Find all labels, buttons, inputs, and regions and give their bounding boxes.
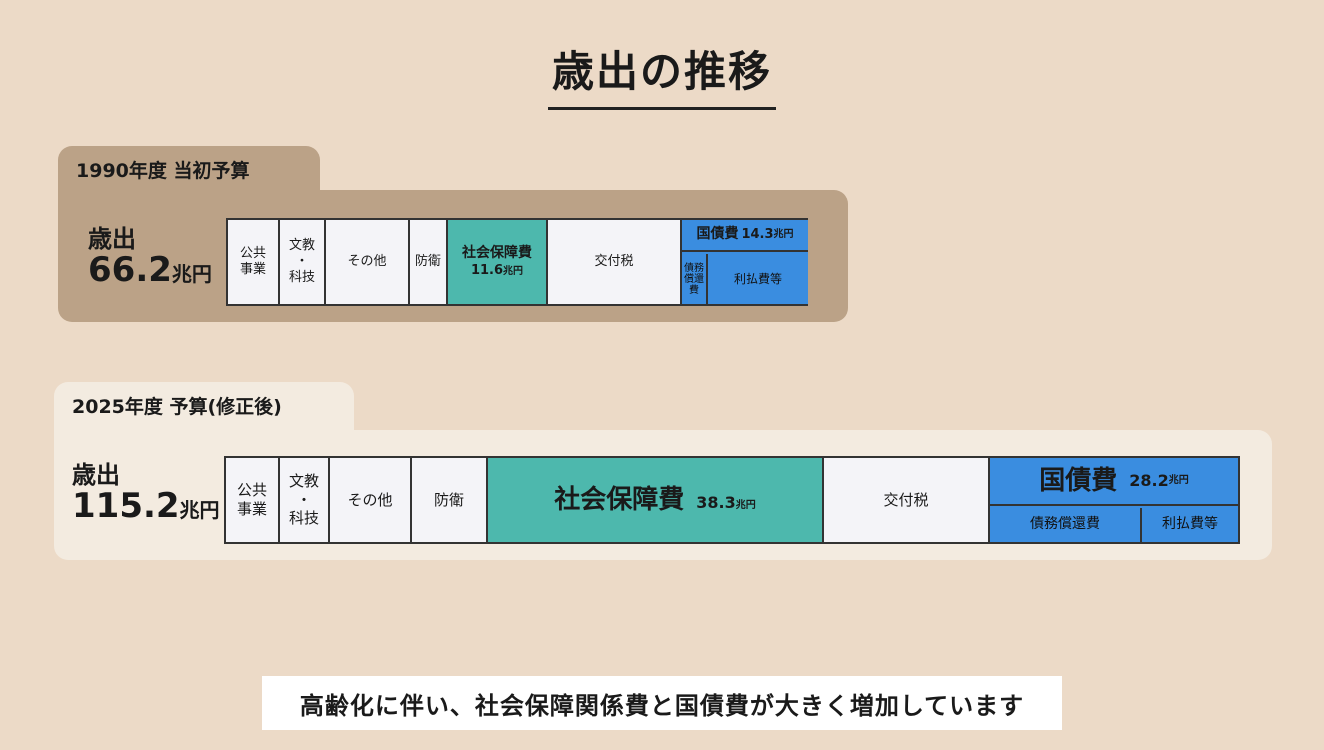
segment-label: 交付税 [594,253,634,269]
segment-other: その他 [326,220,410,304]
segment-value-unit: 兆円 [735,499,756,511]
segment-social-security: 社会保障費 38.3兆円 [488,458,824,542]
segment-value-unit: 兆円 [773,228,794,240]
segment-value-unit: 兆円 [503,265,524,277]
segment-label: 社会保障費 [554,484,685,515]
segment-label: 国債費 [696,226,739,243]
segment-public-works: 公共事業 [228,220,280,304]
segment-sub-label: 債務償還費 [1030,516,1100,533]
total-1990: 歳出 66.2兆円 [88,226,212,290]
segment-value-number: 11.6 [470,262,504,278]
segment-value-number: 38.3 [696,492,736,512]
segment-defense: 防衛 [412,458,488,542]
segment-label: 社会保障費 [462,245,532,262]
segment-label: その他 [347,490,393,509]
total-2025-unit: 兆円 [179,498,220,523]
panel-1990-label: 1990年度 当初予算 [76,160,250,182]
segment-education-science: 文教・科技 [280,220,326,304]
segment-label: 防衛 [433,490,464,509]
page-title: 歳出の推移 [0,38,1324,110]
segment-education-science: 文教・科技 [280,458,330,542]
segment-label: 交付税 [883,490,929,509]
segment-local-allocation-tax: 交付税 [548,220,682,304]
segment-label: 科技 [288,509,319,528]
segment-label: 公共 [239,245,266,261]
segment-value-number: 14.3 [741,226,774,242]
total-1990-unit: 兆円 [171,262,212,287]
segment-interest: 利払費等 [1142,508,1238,542]
caption: 高齢化に伴い、社会保障関係費と国債費が大きく増加しています [262,676,1062,730]
segment-label: 文教 [288,237,315,253]
total-2025: 歳出 115.2兆円 [72,462,220,526]
segment-value-number: 28.2 [1129,471,1169,490]
segment-value: 38.3兆円 [696,493,755,513]
segment-public-works: 公共事業 [226,458,280,542]
segment-value-unit: 兆円 [1168,474,1189,486]
segment-sub-label: 償還 [684,273,704,285]
segment-local-allocation-tax: 交付税 [824,458,990,542]
segment-label: 文教 [288,471,319,490]
segment-label: 事業 [236,500,267,518]
segment-label: ・ [296,490,312,509]
segment-value: 11.6兆円 [471,263,523,279]
panel-2025-label: 2025年度 予算(修正後) [72,396,282,418]
segment-label: 国債費 [1039,465,1118,496]
segment-label: 公共 [236,481,267,500]
segment-debt-redemption: 債務償還費 [990,508,1142,542]
segment-label: 科技 [288,270,315,286]
segment-other: その他 [330,458,412,542]
segment-label: 事業 [239,262,266,277]
total-1990-value: 66.2 [88,250,172,291]
segment-label: その他 [347,253,387,269]
segment-sub-label: 利払費等 [1162,516,1218,533]
total-2025-label: 歳出 [72,461,120,489]
segment-label: ・ [295,253,309,269]
segment-sub-label: 債務 [684,262,704,274]
segment-interest: 利払費等 [708,254,808,304]
segment-debt-redemption: 債務償還費 [682,254,708,304]
segment-label: 防衛 [414,253,441,269]
total-1990-label: 歳出 [88,225,136,253]
segment-sub-label: 利払費等 [733,271,782,286]
segment-defense: 防衛 [410,220,448,304]
segment-sub-label: 費 [689,284,699,296]
total-2025-value: 115.2 [72,486,180,527]
